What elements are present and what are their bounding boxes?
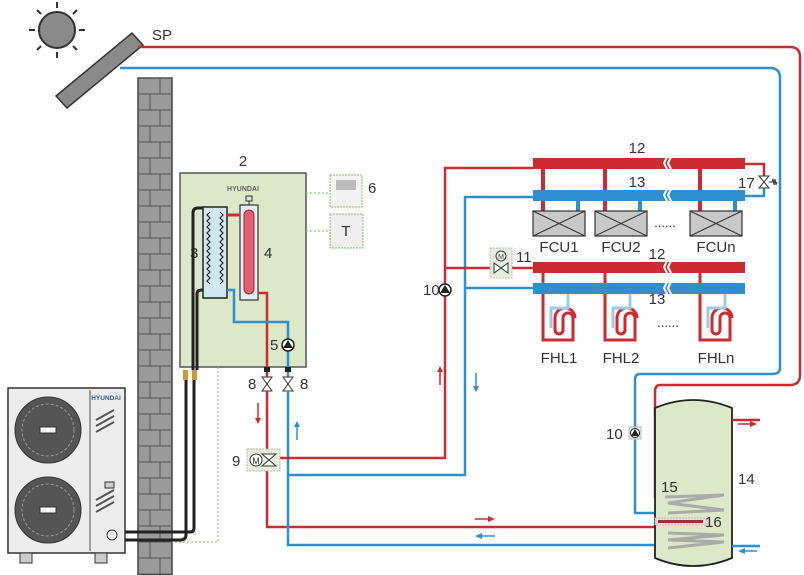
thermostat[interactable]: T [329, 213, 364, 249]
fan-coil-label: FCU2 [601, 239, 640, 256]
fan-coil-label: FCU1 [539, 239, 578, 256]
zone-pump[interactable] [438, 283, 452, 297]
label-4: 4 [264, 245, 272, 262]
label-8-right: 8 [300, 376, 308, 393]
bypass-valve[interactable] [757, 175, 778, 189]
fan-coil-unit [532, 210, 586, 237]
label-17: 17 [738, 175, 755, 192]
three-way-valve[interactable]: M [246, 448, 281, 472]
brick-wall [137, 77, 173, 575]
return-manifold-fcu [533, 190, 745, 201]
motor-symbol-11: M [498, 254, 504, 261]
label-16: 16 [705, 514, 722, 531]
fan-coil-label: FCUn [696, 239, 735, 256]
supply-manifold-fhl [533, 262, 745, 273]
label-13-bottom: 13 [649, 291, 666, 308]
indoor-unit: HYUNDAI 2 3 4 5 [179, 153, 307, 380]
dhw-pump[interactable] [628, 426, 642, 440]
shutoff-valve-left[interactable] [261, 367, 273, 392]
label-10-zone: 10 [423, 282, 440, 299]
ellipsis: ...... [657, 315, 679, 330]
wired-controller[interactable]: 6 [329, 174, 376, 208]
outdoor-brand-logo: HYUNDAI [91, 395, 121, 402]
label-11: 11 [516, 249, 532, 266]
two-way-valve[interactable]: M [489, 247, 513, 279]
label-6: 6 [368, 180, 376, 197]
thermostat-label: T [341, 223, 350, 240]
label-15: 15 [661, 479, 678, 496]
label-8-left: 8 [248, 376, 256, 393]
plate-heat-exchanger [202, 206, 228, 299]
dhw-tank [654, 399, 733, 567]
floor-loop-label: FHL1 [541, 350, 578, 367]
label-13-top: 13 [629, 174, 646, 191]
label-12-bottom: 12 [649, 246, 666, 263]
floor-heating-loop [603, 273, 639, 342]
label-12-top: 12 [629, 140, 646, 157]
floor-loop-label: FHL2 [603, 350, 640, 367]
ellipsis: ...... [654, 215, 676, 230]
indoor-brand-logo: HYUNDAI [227, 186, 259, 193]
motor-symbol: M [252, 456, 260, 466]
solar-panel [54, 31, 145, 110]
return-manifold-fhl [533, 283, 745, 294]
heater-element [243, 209, 255, 295]
floor-heating-loop [698, 273, 734, 342]
outdoor-heat-pump-unit: HYUNDAI [7, 387, 126, 564]
label-10-dhw: 10 [606, 426, 623, 443]
shutoff-valve-right[interactable] [282, 367, 294, 392]
fan-coil-unit [594, 210, 648, 237]
label-14: 14 [738, 471, 755, 488]
label-sp: SP [152, 27, 172, 44]
label-2: 2 [239, 153, 247, 170]
fan-coil-unit [689, 210, 743, 237]
label-9: 9 [232, 453, 240, 470]
floor-heating-loop [541, 273, 577, 342]
floor-loop-label: FHLn [698, 350, 735, 367]
sun-icon [29, 2, 85, 58]
label-5: 5 [270, 337, 278, 354]
supply-manifold-fcu [533, 158, 745, 169]
